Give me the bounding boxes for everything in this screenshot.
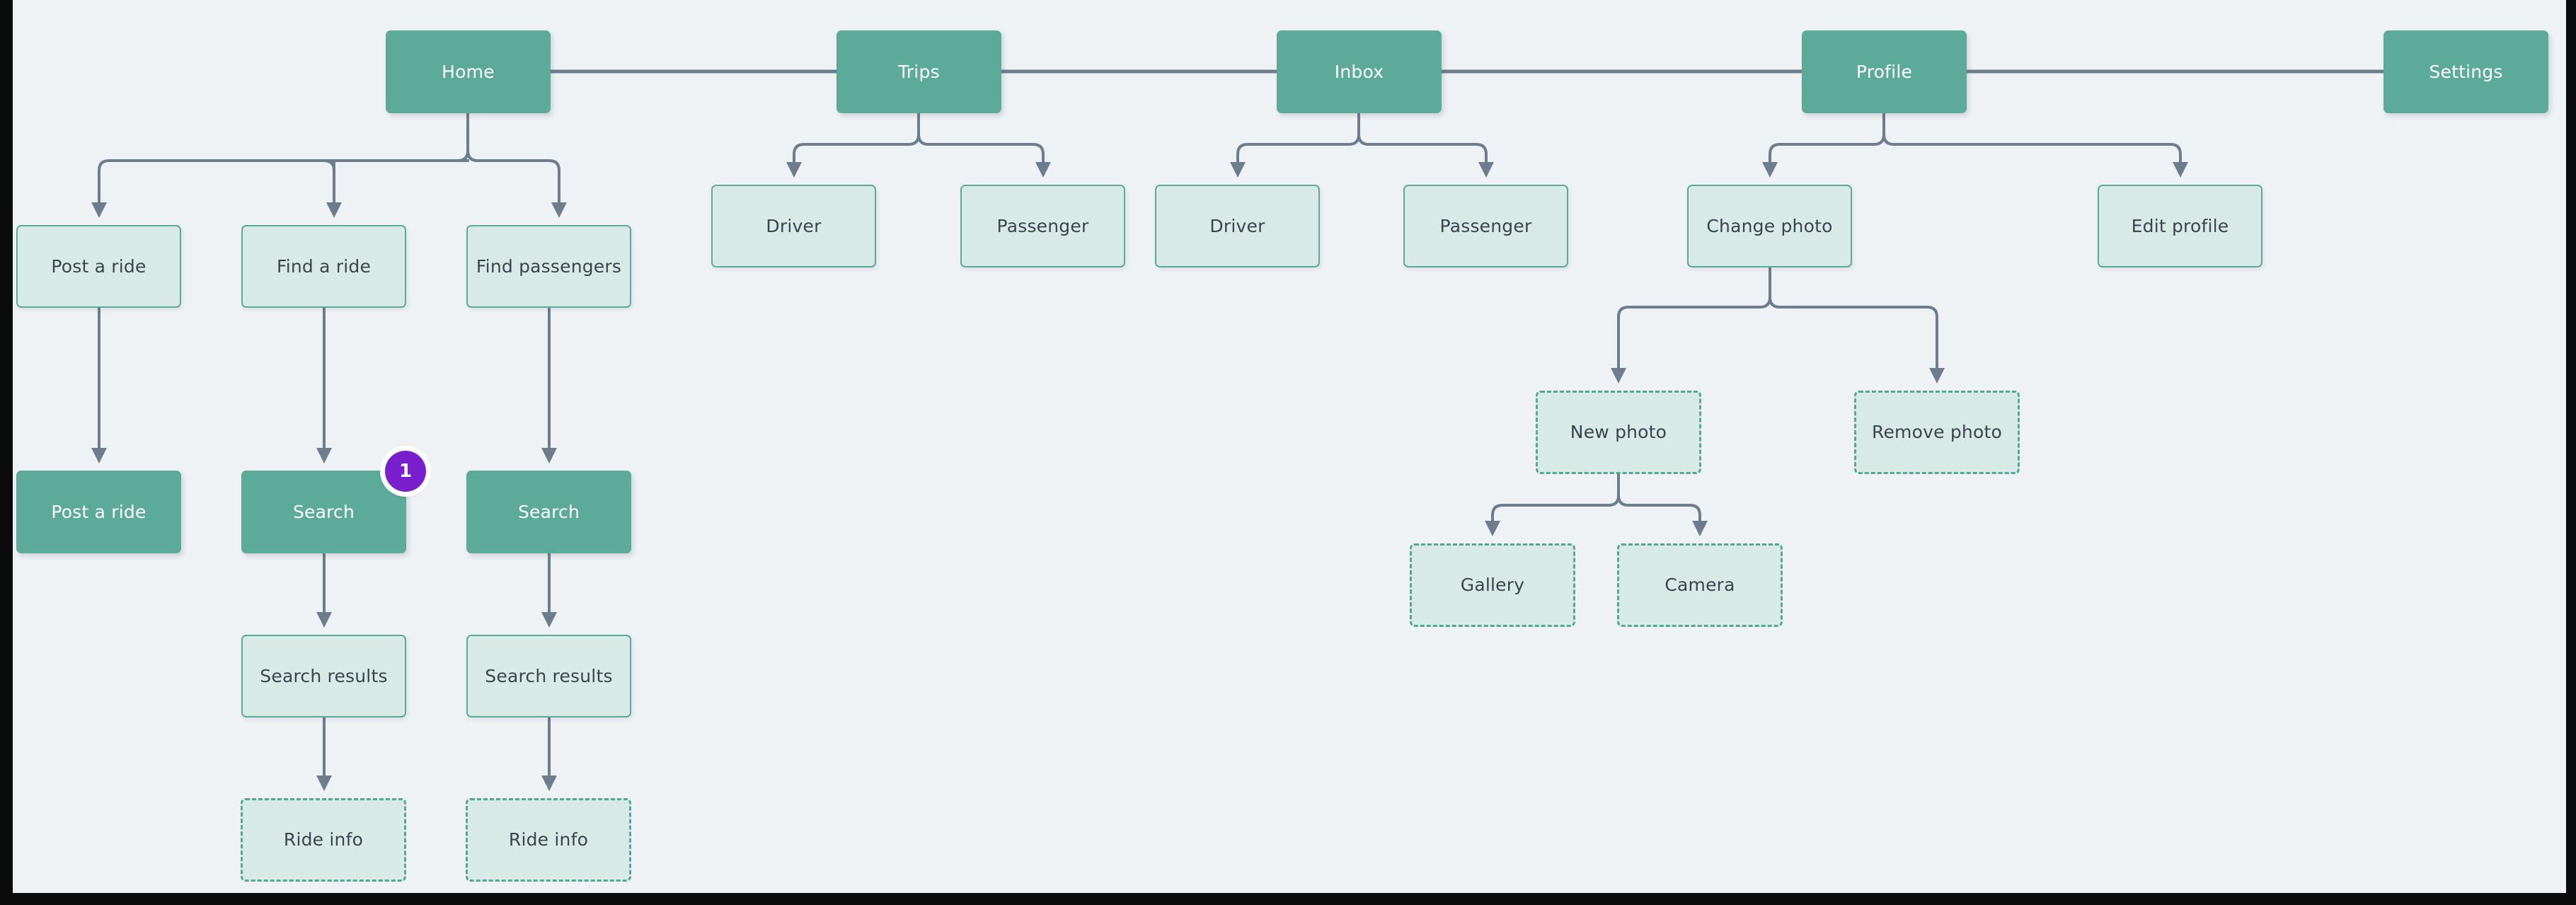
connector-inbox-children	[1230, 112, 1494, 178]
node-search-results-left[interactable]: Search results	[241, 635, 406, 717]
node-camera[interactable]: Camera	[1617, 543, 1783, 627]
node-ride-info-left[interactable]: Ride info	[241, 798, 406, 882]
node-gallery[interactable]: Gallery	[1410, 543, 1575, 627]
node-ride-info-right[interactable]: Ride info	[466, 798, 631, 882]
node-inbox-driver[interactable]: Driver	[1155, 185, 1320, 267]
connector-layer	[91, 69, 2386, 791]
node-trips-driver[interactable]: Driver	[711, 185, 876, 267]
node-trips[interactable]: Trips	[836, 30, 1001, 113]
node-search-results-right[interactable]: Search results	[466, 635, 631, 717]
node-post-a-ride-detail[interactable]: Post a ride	[16, 471, 181, 553]
node-new-photo[interactable]: New photo	[1536, 391, 1701, 474]
node-search-find-passengers[interactable]: Search	[466, 471, 631, 553]
node-home[interactable]: Home	[386, 30, 551, 113]
node-profile[interactable]: Profile	[1802, 30, 1967, 113]
diagram-canvas[interactable]: Home Trips Inbox Profile Settings Post a…	[13, 0, 2566, 893]
window-edge-right	[2566, 0, 2576, 905]
connector-search-results-right	[541, 552, 557, 628]
node-edit-profile[interactable]: Edit profile	[2098, 185, 2262, 267]
connector-profile-children	[1762, 112, 2188, 178]
node-remove-photo[interactable]: Remove photo	[1854, 391, 2020, 474]
node-search-find-a-ride[interactable]: Search	[241, 471, 406, 553]
connector-newphoto-children	[1485, 473, 1708, 536]
node-post-a-ride[interactable]: Post a ride	[16, 225, 181, 308]
node-trips-passenger[interactable]: Passenger	[960, 185, 1125, 267]
connector-findpassengers-search	[541, 306, 557, 463]
node-inbox[interactable]: Inbox	[1277, 30, 1442, 113]
node-settings[interactable]: Settings	[2384, 30, 2548, 113]
window-edge-left	[0, 0, 13, 905]
connector-results-rideinfo-left	[316, 716, 332, 791]
connector-findaride-search	[316, 306, 332, 463]
connector-home-children	[91, 112, 567, 218]
node-find-passengers[interactable]: Find passengers	[466, 225, 631, 308]
node-change-photo[interactable]: Change photo	[1687, 185, 1852, 267]
connector-postaride-chain	[91, 306, 107, 463]
connector-trips-children	[786, 112, 1051, 178]
connector-changephoto-children	[1611, 266, 1945, 384]
comment-badge-1[interactable]: 1	[385, 451, 426, 492]
connector-search-results-left	[316, 552, 332, 628]
node-find-a-ride[interactable]: Find a ride	[241, 225, 406, 308]
node-inbox-passenger[interactable]: Passenger	[1403, 185, 1568, 267]
window-edge-bottom	[0, 893, 2576, 905]
connector-results-rideinfo-right	[541, 716, 557, 791]
